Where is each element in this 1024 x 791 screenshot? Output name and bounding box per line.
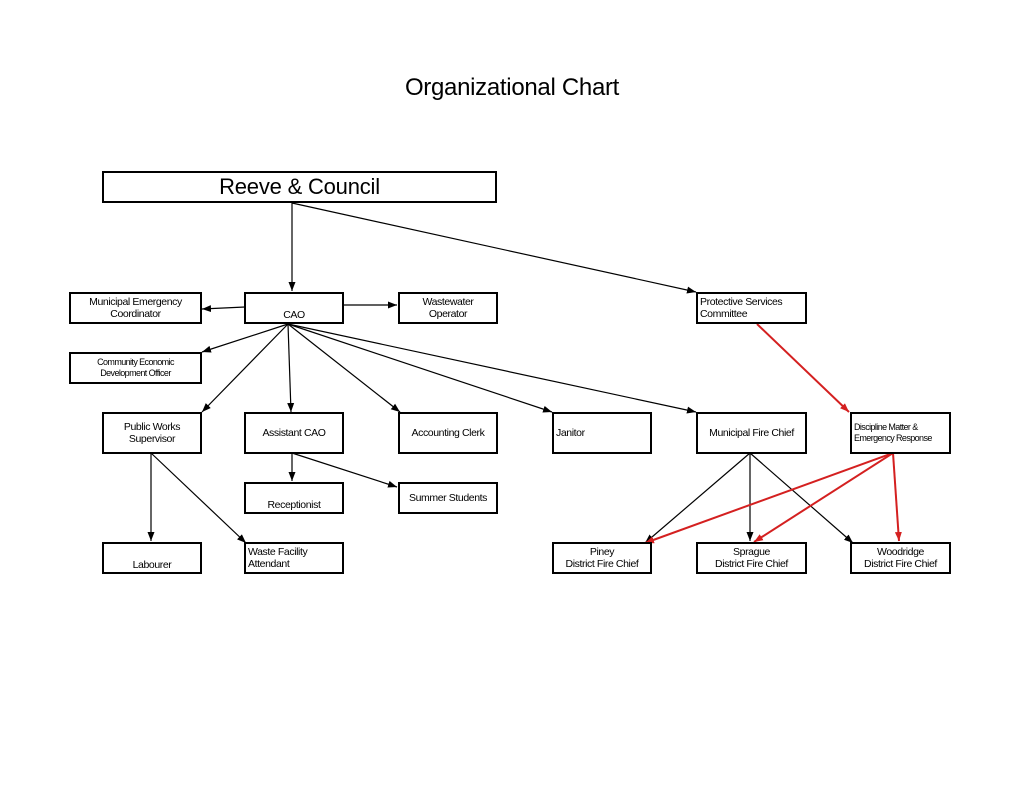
node-woodridge-district-fire-chief: Woodridge District Fire Chief — [850, 542, 951, 574]
connector-cao-community — [201, 323, 289, 353]
node-wastewater-operator: Wastewater Operator — [398, 292, 498, 324]
connector-publicworks-waste — [150, 452, 247, 544]
red-connector-discipline-sprague — [753, 452, 894, 543]
connector-firechief-piney — [644, 452, 751, 544]
chart-title: Organizational Chart — [404, 74, 620, 101]
node-public-works-supervisor: Public Works Supervisor — [102, 412, 202, 454]
node-labourer: Labourer — [102, 542, 202, 574]
node-accounting-clerk: Accounting Clerk — [398, 412, 498, 454]
node-summer-students: Summer Students — [398, 482, 498, 514]
node-receptionist: Receptionist — [244, 482, 344, 514]
red-connector-protective-discipline — [756, 323, 850, 413]
connector-assistant-summer — [291, 452, 398, 488]
connector-cao-publicworks — [201, 323, 289, 413]
node-piney-district-fire-chief: Piney District Fire Chief — [552, 542, 652, 574]
connector-cao-accounting — [287, 323, 401, 413]
red-connector-discipline-woodridge — [892, 452, 902, 542]
connector-cao-janitor — [287, 323, 553, 413]
node-janitor: Janitor — [552, 412, 652, 454]
connector-cao-emergency — [201, 305, 246, 313]
node-assistant-cao: Assistant CAO — [244, 412, 344, 454]
node-waste-facility-attendant: Waste Facility Attendant — [244, 542, 344, 574]
node-discipline-emergency-response: Discipline Matter & Emergency Response — [850, 412, 951, 454]
connector-firechief-woodridge — [749, 452, 854, 544]
red-connector-discipline-piney — [644, 452, 894, 544]
node-sprague-district-fire-chief: Sprague District Fire Chief — [696, 542, 807, 574]
node-community-economic-development-officer: Community Economic Development Officer — [69, 352, 202, 384]
node-municipal-fire-chief: Municipal Fire Chief — [696, 412, 807, 454]
node-protective-services-committee: Protective Services Committee — [696, 292, 807, 324]
node-cao: CAO — [244, 292, 344, 324]
node-reeve-council: Reeve & Council — [102, 171, 497, 203]
connector-reeve-protective — [291, 202, 697, 294]
connector-cao-firechief — [287, 323, 697, 414]
connector-cao-assistant — [287, 323, 295, 413]
node-municipal-emergency-coordinator: Municipal Emergency Coordinator — [69, 292, 202, 324]
